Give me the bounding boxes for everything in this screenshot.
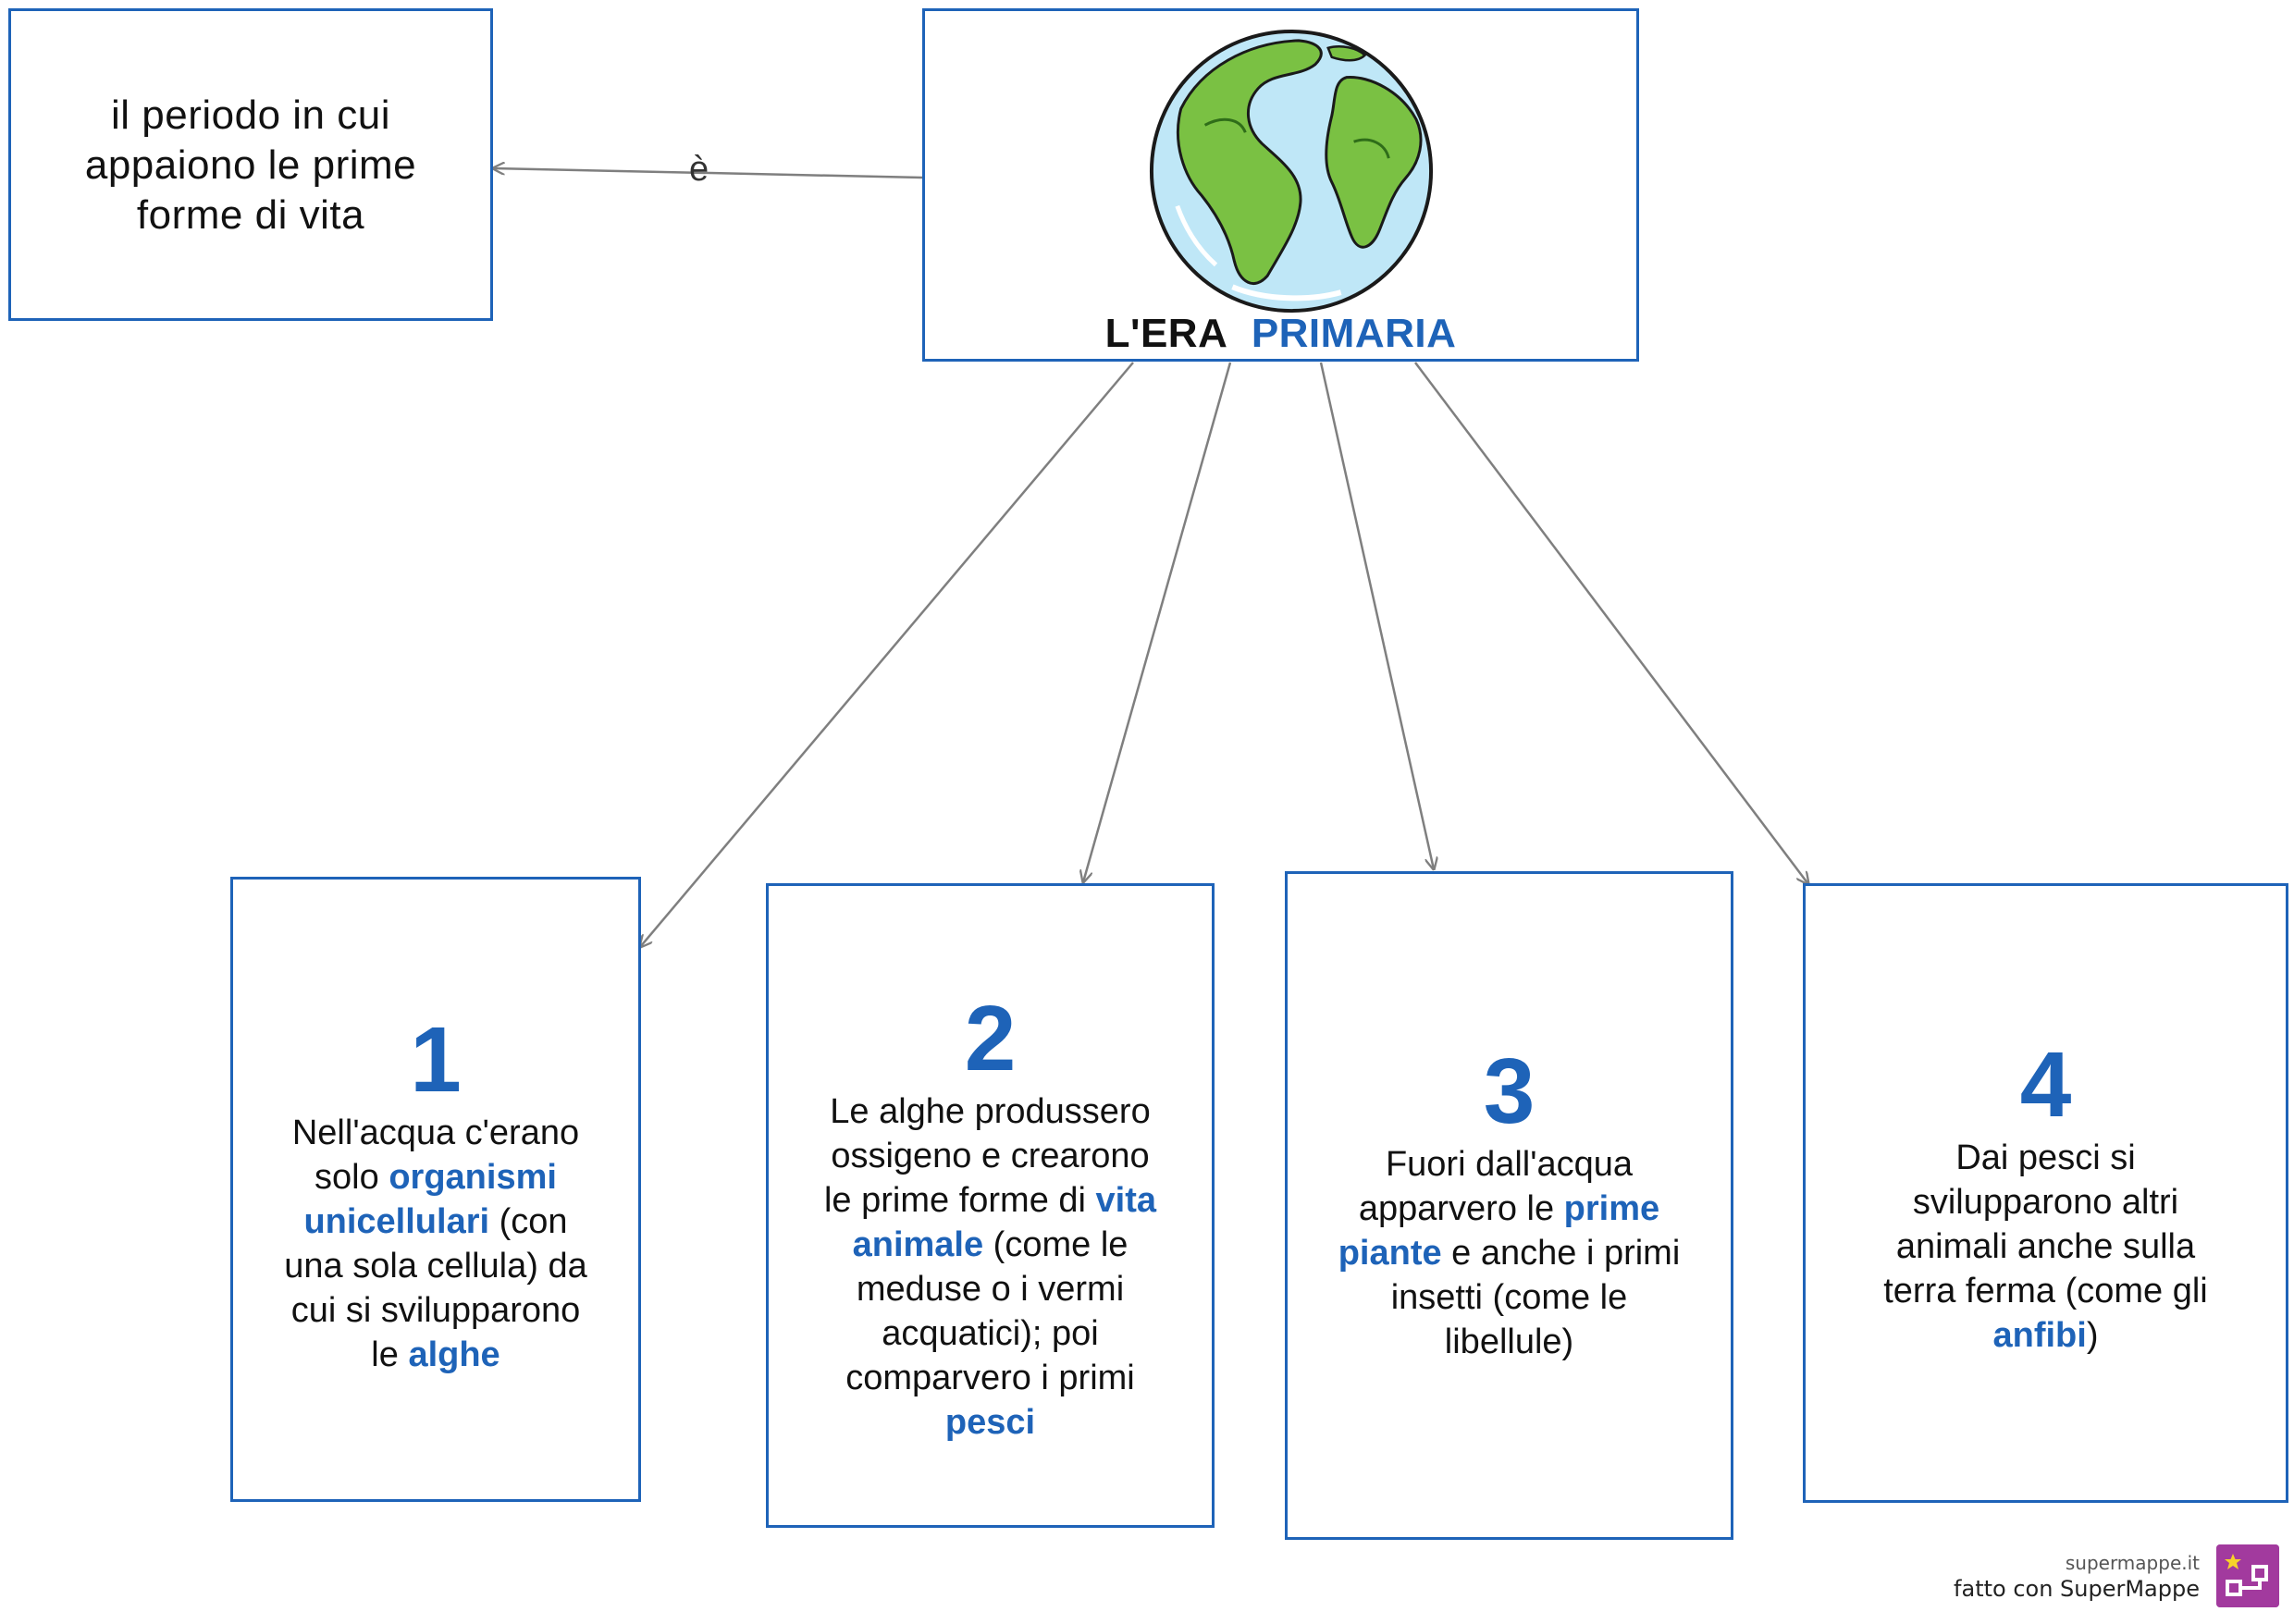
text-segment: le prime forme di <box>823 1181 1096 1220</box>
text-segment: ossigeno e crearono <box>831 1137 1150 1175</box>
step-text-line: Dai pesci si <box>1822 1136 2269 1180</box>
step-text-line: acquatici); poi <box>785 1311 1195 1356</box>
step-text-line: Nell'acqua c'erano <box>250 1111 622 1155</box>
step-box-4[interactable]: 4 Dai pesci si svilupparono altri animali … <box>1803 883 2288 1503</box>
keyword: vita <box>1095 1181 1157 1220</box>
text-segment: le <box>371 1335 409 1374</box>
text-segment: comparvero i primi <box>845 1359 1135 1397</box>
keyword: organismi <box>388 1158 557 1197</box>
text-segment: una sola cellula) da <box>284 1247 587 1286</box>
connector-main-to-step-2 <box>1083 362 1232 882</box>
keyword: anfibi <box>1992 1316 2087 1355</box>
step-text-line: terra ferma (come gli <box>1822 1269 2269 1313</box>
keyword: piante <box>1338 1234 1442 1273</box>
text-segment: cui si svilupparono <box>290 1291 581 1330</box>
main-title-primaria: PRIMARIA <box>1251 311 1457 356</box>
earth-globe-icon <box>1149 29 1434 314</box>
footer: supermappe.it fatto con SuperMappe <box>1946 1544 2279 1609</box>
step-text-line: svilupparono altri <box>1822 1180 2269 1224</box>
text-segment: ) <box>2086 1316 2099 1355</box>
text-segment: e anche i primi <box>1441 1234 1681 1273</box>
step-text-line: Fuori dall'acqua <box>1304 1142 1714 1187</box>
main-title-era: L'ERA <box>1104 311 1228 356</box>
keyword: pesci <box>944 1403 1036 1442</box>
text-segment: animali anche sulla <box>1895 1227 2196 1266</box>
text-segment: Fuori dall'acqua <box>1385 1145 1634 1184</box>
step-text-line: cui si svilupparono <box>250 1288 622 1333</box>
step-number: 1 <box>410 1008 462 1112</box>
step-text-line: libellule) <box>1304 1320 1714 1364</box>
text-segment: Le alghe produssero <box>830 1092 1151 1131</box>
step-text-line: animali anche sulla <box>1822 1224 2269 1269</box>
definition-text: il periodo in cui appaiono le prime form… <box>11 91 490 240</box>
keyword: alghe <box>408 1335 500 1374</box>
connector-main-to-step-3 <box>1319 362 1434 869</box>
step-text-line: animale (come le <box>785 1223 1195 1267</box>
step-text-line: Le alghe produssero <box>785 1089 1195 1134</box>
keyword: animale <box>852 1225 984 1264</box>
text-segment: (come le <box>983 1225 1128 1264</box>
connector-main-to-step-4 <box>1414 362 1808 884</box>
step-text-line: le prime forme di vita <box>785 1178 1195 1223</box>
step-text: Dai pesci si svilupparono altri animali an… <box>1822 1136 2269 1358</box>
step-text-line: piante e anche i primi <box>1304 1231 1714 1275</box>
footer-made-with: fatto con SuperMappe <box>1954 1576 2200 1602</box>
step-text-line: insetti (come le <box>1304 1275 1714 1320</box>
step-text-line: anfibi) <box>1822 1313 2269 1358</box>
keyword: prime <box>1563 1189 1660 1228</box>
keyword: unicellulari <box>303 1202 490 1241</box>
text-segment: Dai pesci si <box>1955 1138 2136 1177</box>
text-segment: solo <box>314 1158 389 1197</box>
step-box-2[interactable]: 2 Le alghe produssero ossigeno e crearono… <box>766 883 1215 1528</box>
definition-line: appaiono le prime <box>84 142 417 188</box>
main-concept-box[interactable]: L'ERA PRIMARIA <box>922 8 1639 362</box>
text-segment: terra ferma (come gli <box>1883 1272 2208 1310</box>
text-segment: (con <box>489 1202 568 1241</box>
text-segment: meduse o i vermi <box>856 1270 1125 1309</box>
supermappe-logo-icon <box>2216 1544 2279 1607</box>
step-text-line: ossigeno e crearono <box>785 1134 1195 1178</box>
step-number: 2 <box>964 987 1017 1090</box>
footer-site: supermappe.it <box>2065 1552 2200 1574</box>
step-number: 3 <box>1483 1040 1536 1143</box>
text-segment: acquatici); poi <box>882 1314 1099 1353</box>
step-text-line: meduse o i vermi <box>785 1267 1195 1311</box>
text-segment: insetti (come le <box>1390 1278 1628 1317</box>
text-segment: apparvero le <box>1358 1189 1564 1228</box>
step-content: 2 Le alghe produssero ossigeno e crearono… <box>785 988 1195 1445</box>
step-text-line: una sola cellula) da <box>250 1244 622 1288</box>
step-number: 4 <box>2019 1033 2072 1137</box>
connector-main-to-step-1 <box>640 362 1134 947</box>
step-text-line: apparvero le prime <box>1304 1187 1714 1231</box>
definition-box[interactable]: il periodo in cui appaiono le prime form… <box>8 8 493 321</box>
text-segment: Nell'acqua c'erano <box>291 1113 580 1152</box>
step-text-line: le alghe <box>250 1333 622 1377</box>
step-text-line: comparvero i primi <box>785 1356 1195 1400</box>
text-segment: libellule) <box>1444 1323 1574 1361</box>
definition-line: forme di vita <box>136 192 365 238</box>
step-text-line: solo organismi <box>250 1155 622 1200</box>
step-text-line: unicellulari (con <box>250 1200 622 1244</box>
edge-label: è <box>689 150 709 189</box>
step-content: 4 Dai pesci si svilupparono altri animali … <box>1822 1034 2269 1358</box>
connector-main-to-definition <box>493 168 923 179</box>
main-title: L'ERA PRIMARIA <box>925 311 1636 357</box>
definition-line: il periodo in cui <box>111 92 390 138</box>
step-text-line: pesci <box>785 1400 1195 1445</box>
text-segment: svilupparono altri <box>1912 1183 2179 1222</box>
